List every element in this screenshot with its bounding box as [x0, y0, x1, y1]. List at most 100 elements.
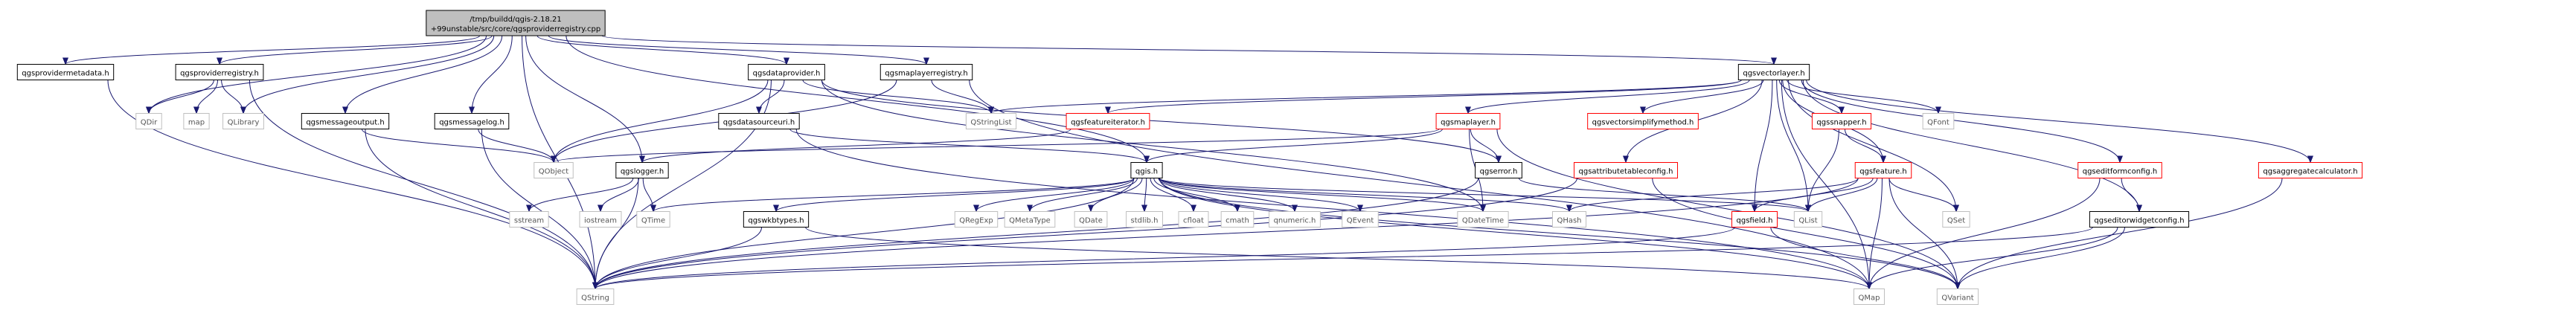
node-box: [1853, 288, 1885, 305]
edge-path: [1805, 129, 1839, 213]
node-label: qgsmessageoutput.h: [306, 119, 384, 127]
edge-path: [1159, 178, 1811, 213]
edge-qgis-to-QMetaType: [1027, 178, 1138, 213]
node-label: sstream: [514, 217, 544, 225]
edge-path: [107, 80, 598, 290]
node-box: [1811, 113, 1872, 129]
node-qgsmessageoutput[interactable]: qgsmessageoutput.h: [301, 113, 390, 129]
node-qgsattributetableconfig[interactable]: qgsattributetableconfig.h: [1574, 162, 1678, 178]
node-box: [718, 113, 800, 129]
edge-path: [789, 129, 1150, 164]
edge-path: [1159, 178, 1363, 213]
edge-qgseditorwidgetconfig-to-QString: [592, 227, 2093, 290]
node-qgseditorwidgetconfig[interactable]: qgseditorwidgetconfig.h: [2089, 211, 2190, 228]
node-label: qgsfield.h: [1737, 217, 1773, 225]
node-QDate: QDate: [1074, 211, 1108, 228]
edge-path: [597, 178, 640, 213]
edge-path: [1153, 178, 1240, 213]
node-label: qgsdatasourceuri.h: [723, 119, 795, 127]
edge-path: [1805, 178, 1878, 213]
node-label: iostream: [584, 217, 617, 225]
edge-path: [639, 129, 1071, 164]
node-box: [1936, 288, 1979, 305]
node-qgswkbtypes[interactable]: qgswkbtypes.h: [743, 211, 810, 228]
edge-qgssnapper-to-QList: [1805, 129, 1839, 213]
edge-qgsvectorlayer-to-qgsfield: [1752, 80, 1773, 213]
edge-qgis-to-qnumeric: [1158, 178, 1298, 213]
edge-root-to-qgsproviderregistry: [217, 35, 493, 65]
node-label: +99unstable/src/core/qgsproviderregistry…: [431, 25, 600, 33]
node-qgsmaplayerregistry[interactable]: qgsmaplayerregistry.h: [880, 64, 973, 80]
node-box: [1130, 162, 1163, 178]
edge-qgis-to-QEvent: [1159, 178, 1363, 213]
node-box: [1457, 211, 1509, 228]
edge-path: [1465, 80, 1750, 115]
node-qgseditformconfig[interactable]: qgseditformconfig.h: [2077, 162, 2162, 178]
node-map: map: [183, 113, 210, 129]
node-qgsproviderregistry[interactable]: qgsproviderregistry.h: [175, 64, 264, 80]
edge-qgsaggregatecalculator-to-QVariant: [1955, 178, 2283, 290]
edge-qgsdataprovider-to-QDateTime: [821, 80, 1486, 213]
node-QFont: QFont: [1922, 113, 1955, 129]
node-label: qgsmessagelog.h: [439, 119, 504, 127]
node-box: [2258, 162, 2363, 178]
edge-path: [193, 80, 219, 115]
edge-qgsvectorlayer-to-qgsaggregatecalculator: [1806, 80, 2313, 164]
node-qgsfield[interactable]: qgsfield.h: [1731, 211, 1778, 228]
edge-qgsvectorlayer-to-QFont: [1787, 80, 1941, 115]
node-qgsfeature[interactable]: qgsfeature.h: [1854, 162, 1912, 178]
node-label: /tmp/buildd/qgis-2.18.21: [470, 16, 562, 24]
node-box: [636, 211, 670, 228]
node-qgssnapper[interactable]: qgssnapper.h: [1811, 113, 1872, 129]
edge-path: [1159, 178, 1961, 290]
node-qgserror[interactable]: qgserror.h: [1475, 162, 1522, 178]
edge-path: [249, 80, 598, 290]
edge-path: [821, 80, 1502, 164]
edge-qgis-to-QRegExp: [973, 178, 1135, 213]
node-qgsaggregatecalculator[interactable]: qgsaggregatecalculator.h: [2258, 162, 2363, 178]
node-qgsmessagelog[interactable]: qgsmessagelog.h: [434, 113, 510, 129]
node-qgsprovidermetadata[interactable]: qgsprovidermetadata.h: [16, 64, 115, 80]
node-label: qgsmaplayer.h: [1441, 119, 1496, 127]
node-label: qgslogger.h: [621, 168, 664, 176]
edge-qgsattributetableconfig-to-QString: [592, 178, 1578, 290]
node-qgsvectorsimplifymethod[interactable]: qgsvectorsimplifymethod.h: [1587, 113, 1699, 129]
edge-path: [1159, 178, 1572, 213]
node-qgsvectorlayer[interactable]: qgsvectorlayer.h: [1737, 64, 1810, 80]
edge-root-to-qgsprovidermetadata: [63, 35, 481, 65]
edge-path: [469, 35, 513, 115]
node-label: QDir: [141, 119, 158, 127]
node-qgsmaplayer[interactable]: qgsmaplayer.h: [1435, 113, 1501, 129]
node-qgsdataprovider[interactable]: qgsdataprovider.h: [748, 64, 825, 80]
node-label: QTime: [641, 217, 665, 225]
edge-path: [1801, 80, 2123, 164]
edge-path: [1770, 227, 1961, 290]
edge-qgsmaplayer-to-qgserror: [1470, 129, 1502, 164]
node-label: QVariant: [1941, 294, 1973, 303]
node-qgsdatasourceuri[interactable]: qgsdatasourceuri.h: [718, 113, 800, 129]
node-label: QLibrary: [228, 119, 260, 127]
edge-qgsmessagelog-to-QString: [481, 129, 598, 290]
node-label: qgsaggregatecalculator.h: [2263, 168, 2357, 176]
edge-path: [525, 35, 645, 164]
node-box: [2089, 211, 2190, 228]
node-label: qgserror.h: [1480, 168, 1518, 176]
node-label: cmath: [1225, 217, 1249, 225]
node-box: [1737, 64, 1810, 80]
edge-path: [1781, 80, 1872, 290]
node-qgis[interactable]: qgis.h: [1130, 162, 1163, 178]
edge-path: [551, 80, 769, 164]
node-box: [880, 64, 973, 80]
node-label: cfloat: [1183, 217, 1204, 225]
edge-qgseditorwidgetconfig-to-QVariant: [1955, 227, 2125, 290]
edge-path: [365, 129, 598, 290]
node-qgslogger[interactable]: qgslogger.h: [615, 162, 669, 178]
node-stdlib: stdlib.h: [1126, 211, 1163, 228]
edge-qgseditorwidgetconfig-to-QMap: [1866, 227, 2118, 290]
node-label: QEvent: [1347, 217, 1374, 225]
node-box: [1731, 211, 1778, 228]
node-root[interactable]: /tmp/buildd/qgis-2.18.21+99unstable/src/…: [426, 10, 606, 36]
edge-qgis-to-QTime: [650, 178, 1135, 213]
edge-qgis-to-QList: [1159, 178, 1811, 213]
node-qgsfeatureiterator[interactable]: qgsfeatureiterator.h: [1066, 113, 1150, 129]
